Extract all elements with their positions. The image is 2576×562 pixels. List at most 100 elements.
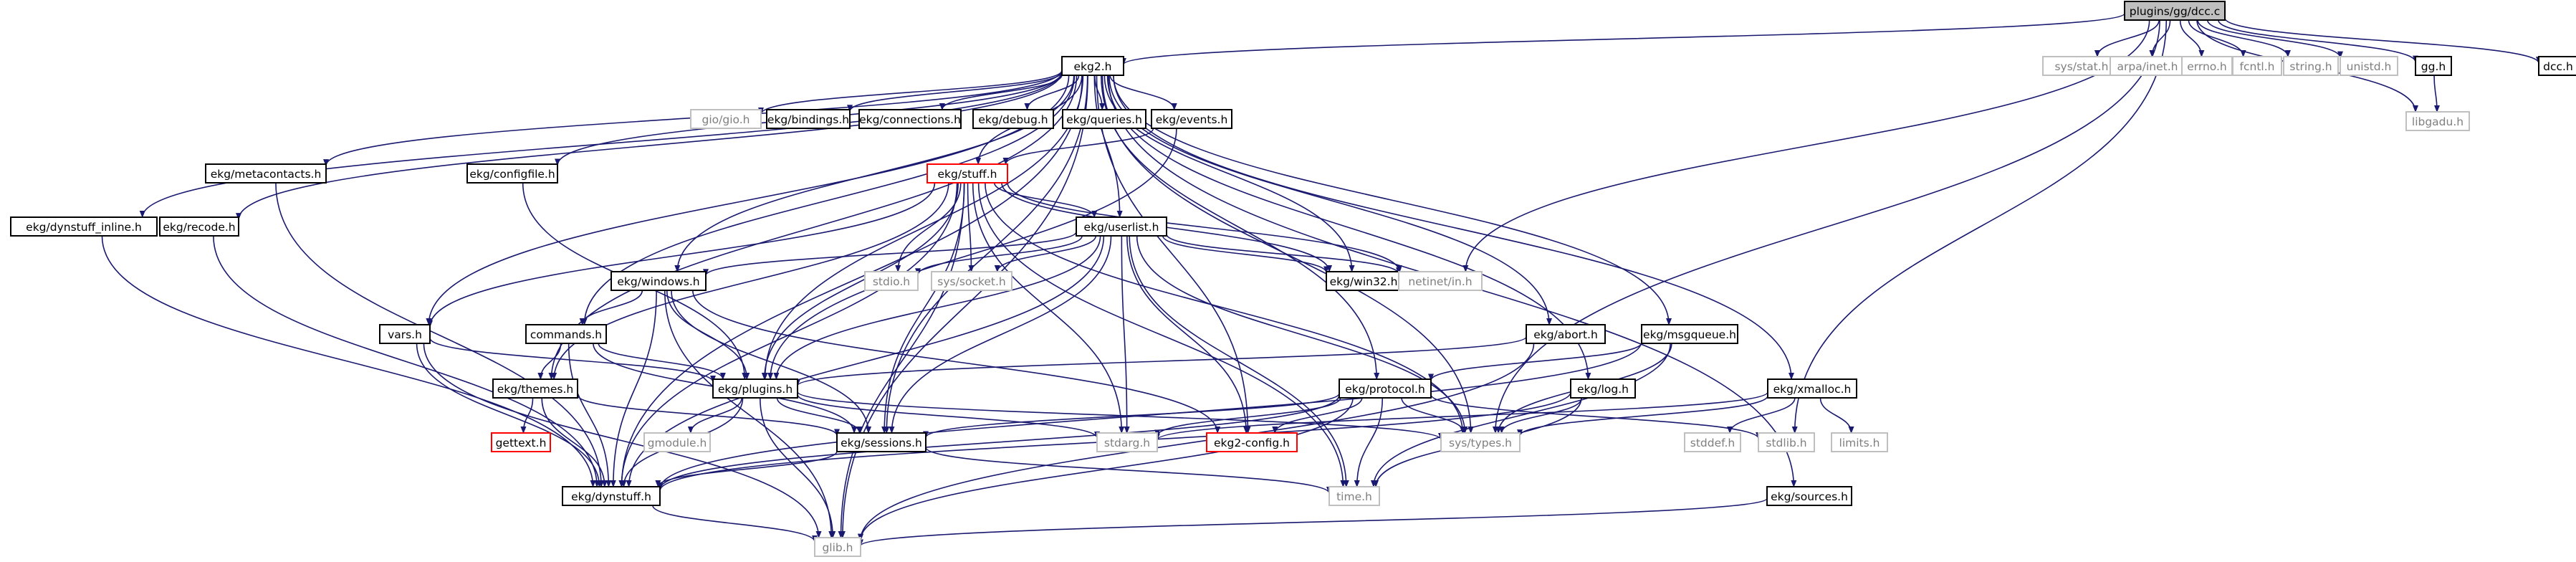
edge-stuff_h-to-netinet_h [1007, 182, 1402, 272]
node-label: time.h [1336, 490, 1372, 503]
edges-layer [101, 12, 2542, 547]
node-win32-h[interactable]: ekg/win32.h [1326, 271, 1402, 291]
node-dynstuff-h[interactable]: ekg/dynstuff.h [562, 486, 661, 506]
node-dynstuff-inline-h[interactable]: ekg/dynstuff_inline.h [10, 216, 158, 237]
node-label: dcc.h [2543, 60, 2573, 73]
node-stddef-h: stddef.h [1684, 432, 1741, 452]
node-label: ekg/win32.h [1330, 275, 1398, 288]
edge-plugins_h-to-stdarg_h [797, 394, 1100, 439]
node-xmalloc-h[interactable]: ekg/xmalloc.h [1767, 378, 1857, 399]
edge-dcc_c-to-errno_h [2179, 19, 2205, 57]
edge-dcc_c-to-string_h [2197, 19, 2291, 57]
edge-stuff_h-to-dynstuff_h [618, 182, 958, 487]
edge-xmalloc_h-to-limits_h [1819, 397, 1854, 434]
node-box [1062, 109, 1146, 129]
node-queries-h[interactable]: ekg/queries.h [1062, 109, 1146, 129]
edge-dcc_c-to-sys_stat [2094, 19, 2160, 57]
node-time-h: time.h [1328, 486, 1380, 506]
edge-ekg2_h-to-win32_h [1103, 75, 1355, 272]
node-dcc-h[interactable]: dcc.h [2538, 56, 2576, 76]
edge-stuff_h-to-stdio_h [895, 182, 962, 272]
node-label: sys/socket.h [937, 275, 1005, 288]
edge-dynstuff_inline_h-to-dynstuff_h [101, 235, 596, 487]
node-sources-h[interactable]: ekg/sources.h [1766, 486, 1852, 506]
node-sessions-h[interactable]: ekg/sessions.h [836, 432, 927, 452]
edge-ekg2_h-to-glib_h [839, 75, 1088, 538]
edge-windows_h-to-dynstuff_h [610, 290, 657, 487]
node-string-h: string.h [2283, 56, 2339, 76]
edge-themes_h-to-sessions_h [577, 394, 840, 437]
edge-dynstuff_h-to-glib_h [652, 505, 818, 543]
node-themes-h[interactable]: ekg/themes.h [492, 378, 578, 399]
node-label: plugins/gg/dcc.c [2130, 5, 2220, 18]
node-dcc-c[interactable]: plugins/gg/dcc.c [2124, 1, 2226, 21]
node-log-h[interactable]: ekg/log.h [1570, 378, 1636, 399]
node-label: ekg/configfile.h [469, 168, 555, 181]
edge-userlist_h-to-stdio_h [915, 235, 1083, 276]
node-box [159, 216, 239, 237]
node-box [562, 486, 661, 506]
edge-commands_h-to-themes_h [537, 343, 562, 380]
node-label: ekg/dynstuff_inline.h [26, 221, 142, 234]
node-configfile-h[interactable]: ekg/configfile.h [466, 163, 558, 184]
node-label: ekg/themes.h [497, 383, 573, 396]
node-box [525, 324, 607, 344]
node-label: ekg/connections.h [859, 113, 961, 126]
edge-userlist_h-to-netinet_h [1166, 234, 1402, 275]
node-plugins-h[interactable]: ekg/plugins.h [712, 378, 798, 399]
edge-windows_h-to-config_h [692, 290, 1221, 434]
node-recode-h[interactable]: ekg/recode.h [159, 216, 239, 237]
node-commands-h[interactable]: commands.h [525, 324, 607, 344]
node-abort-h[interactable]: ekg/abort.h [1526, 324, 1606, 344]
node-label: ekg/bindings.h [767, 113, 849, 126]
node-ekg2-h[interactable]: ekg2.h [1061, 56, 1124, 76]
node-msgqueue-h[interactable]: ekg/msgqueue.h [1641, 324, 1738, 344]
node-sys-stat: sys/stat.h [2042, 56, 2121, 76]
node-label: ekg/xmalloc.h [1773, 383, 1852, 396]
node-label: stddef.h [1690, 437, 1735, 449]
edge-windows_h-to-commands_h [579, 290, 643, 325]
node-glib-h: glib.h [814, 537, 861, 557]
node-gg-h[interactable]: gg.h [2415, 56, 2452, 76]
node-connections-h[interactable]: ekg/connections.h [858, 109, 962, 129]
node-stdlib-h: stdlib.h [1758, 432, 1815, 452]
edge-dcc_c-to-dcc_h [2224, 17, 2542, 65]
node-stuff-h[interactable]: ekg/stuff.h [927, 163, 1008, 184]
edge-abort_h-to-glib_h [858, 343, 1535, 541]
node-label: gmodule.h [648, 437, 707, 449]
edge-protocol_h-to-sessions_h [923, 393, 1340, 439]
edge-userlist_h-to-config_h [1126, 235, 1250, 434]
edge-userlist_h-to-windows_h [703, 232, 1077, 277]
node-config-h: ekg2-config.h [1206, 432, 1298, 452]
node-label: limits.h [1839, 437, 1880, 449]
node-label: libgadu.h [2412, 115, 2464, 128]
node-label: errno.h [2187, 60, 2227, 73]
node-bindings-h[interactable]: ekg/bindings.h [766, 109, 851, 129]
edge-ekg2_h-to-recode_h [236, 71, 1063, 221]
node-box [1398, 271, 1483, 291]
node-box [1766, 486, 1852, 506]
node-label: ekg/sources.h [1771, 490, 1848, 503]
node-gio-h: gio/gio.h [690, 109, 762, 129]
edge-protocol_h-to-config_h [1272, 397, 1363, 434]
edge-ekg2_h-to-dynstuff_inline_h [139, 70, 1063, 218]
node-metacontacts-h[interactable]: ekg/metacontacts.h [205, 163, 327, 184]
node-vars-h[interactable]: vars.h [379, 324, 431, 344]
node-events-h[interactable]: ekg/events.h [1151, 109, 1232, 129]
node-label: ekg/events.h [1156, 113, 1228, 126]
node-arpa-inet: arpa/inet.h [2110, 56, 2185, 76]
node-userlist-h[interactable]: ekg/userlist.h [1076, 216, 1167, 237]
node-label: sys/stat.h [2054, 60, 2108, 73]
edge-userlist_h-to-time_h [1129, 235, 1349, 487]
node-label: gg.h [2421, 60, 2446, 73]
node-gmodule-h: gmodule.h [643, 432, 711, 452]
node-label: ekg/debug.h [978, 113, 1048, 126]
node-stdarg-h: stdarg.h [1096, 432, 1158, 452]
node-protocol-h[interactable]: ekg/protocol.h [1339, 378, 1432, 399]
edge-abort_h-to-plugins_h [795, 335, 1527, 387]
node-label: ekg/metacontacts.h [211, 168, 322, 181]
node-label: ekg/recode.h [163, 221, 235, 234]
node-windows-h[interactable]: ekg/windows.h [611, 271, 707, 291]
edge-ekg2_h-to-bindings_h [847, 71, 1063, 113]
node-debug-h[interactable]: ekg/debug.h [972, 109, 1054, 129]
